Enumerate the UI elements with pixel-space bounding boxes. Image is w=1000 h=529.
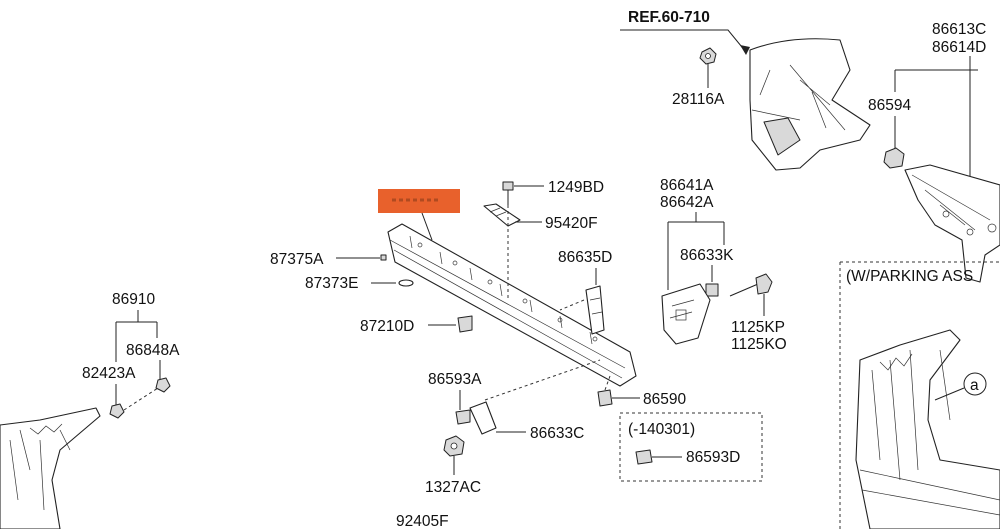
ref-label[interactable]: REF.60-710 xyxy=(628,9,710,26)
callout-circle[interactable] xyxy=(963,372,987,396)
parking-box-label[interactable]: (W/PARKING ASS xyxy=(846,268,973,285)
ref-arrowhead xyxy=(740,45,750,55)
label-1249BD[interactable]: 1249BD xyxy=(548,179,604,196)
label-86642A[interactable]: 86642A xyxy=(660,194,714,211)
bracket-95420F xyxy=(483,203,521,227)
label-82423A[interactable]: 82423A xyxy=(82,365,136,382)
upper-side-bracket xyxy=(749,38,871,171)
pad-86633K xyxy=(705,283,719,297)
date-variant-box xyxy=(619,412,763,482)
nut-82423A xyxy=(109,403,125,419)
clip-86594 xyxy=(883,147,905,169)
grommet-87373E xyxy=(398,279,414,287)
ref-leader xyxy=(620,29,747,53)
label-86848A[interactable]: 86848A xyxy=(126,342,180,359)
label-92405F[interactable]: 92405F xyxy=(396,513,449,529)
label-86635D[interactable]: 86635D xyxy=(558,249,612,266)
bracket-86641A xyxy=(661,283,711,345)
bolt-86848A xyxy=(155,377,171,393)
bumper-cover-left xyxy=(0,407,101,529)
bumper-cover-parking xyxy=(855,329,1000,529)
label-28116A[interactable]: 28116A xyxy=(672,91,725,108)
rear-bumper-beam xyxy=(387,223,637,387)
clip-86593D xyxy=(635,449,653,465)
tape-87210D xyxy=(457,315,473,333)
highlight-label-box[interactable] xyxy=(378,189,460,213)
label-86613C[interactable]: 86613C xyxy=(932,21,986,38)
label-86633C[interactable]: 86633C xyxy=(530,425,584,442)
callout-label: a xyxy=(970,377,979,394)
screw-1249BD xyxy=(502,181,514,205)
label-95420F[interactable]: 95420F xyxy=(545,215,598,232)
label-86910[interactable]: 86910 xyxy=(112,291,155,308)
bolt-1125KP xyxy=(729,273,773,297)
label-86641A[interactable]: 86641A xyxy=(660,177,714,194)
parking-variant-box xyxy=(839,261,1000,529)
clip-86590 xyxy=(597,389,613,407)
label-87210D[interactable]: 87210D xyxy=(360,318,414,335)
label-87375A[interactable]: 87375A xyxy=(270,251,324,268)
label-86594[interactable]: 86594 xyxy=(868,97,911,114)
label-1327AC[interactable]: 1327AC xyxy=(425,479,481,496)
label-86593D[interactable]: 86593D xyxy=(686,449,740,466)
label-1125KO[interactable]: 1125KO xyxy=(731,336,787,353)
bracket-86633C xyxy=(455,401,497,435)
bracket-86635D xyxy=(585,285,605,335)
clip-87375A xyxy=(380,254,387,261)
label-86593A[interactable]: 86593A xyxy=(428,371,482,388)
label-86590[interactable]: 86590 xyxy=(643,391,686,408)
nut-1327AC xyxy=(443,435,465,457)
label-87373E[interactable]: 87373E xyxy=(305,275,358,292)
nut-28116A xyxy=(699,47,717,65)
label-86614D[interactable]: 86614D xyxy=(932,39,986,56)
date-box-label[interactable]: (-140301) xyxy=(628,421,695,438)
side-bracket-86613C xyxy=(904,164,1000,283)
label-1125KP[interactable]: 1125KP xyxy=(731,319,785,336)
label-86633K[interactable]: 86633K xyxy=(680,247,734,264)
